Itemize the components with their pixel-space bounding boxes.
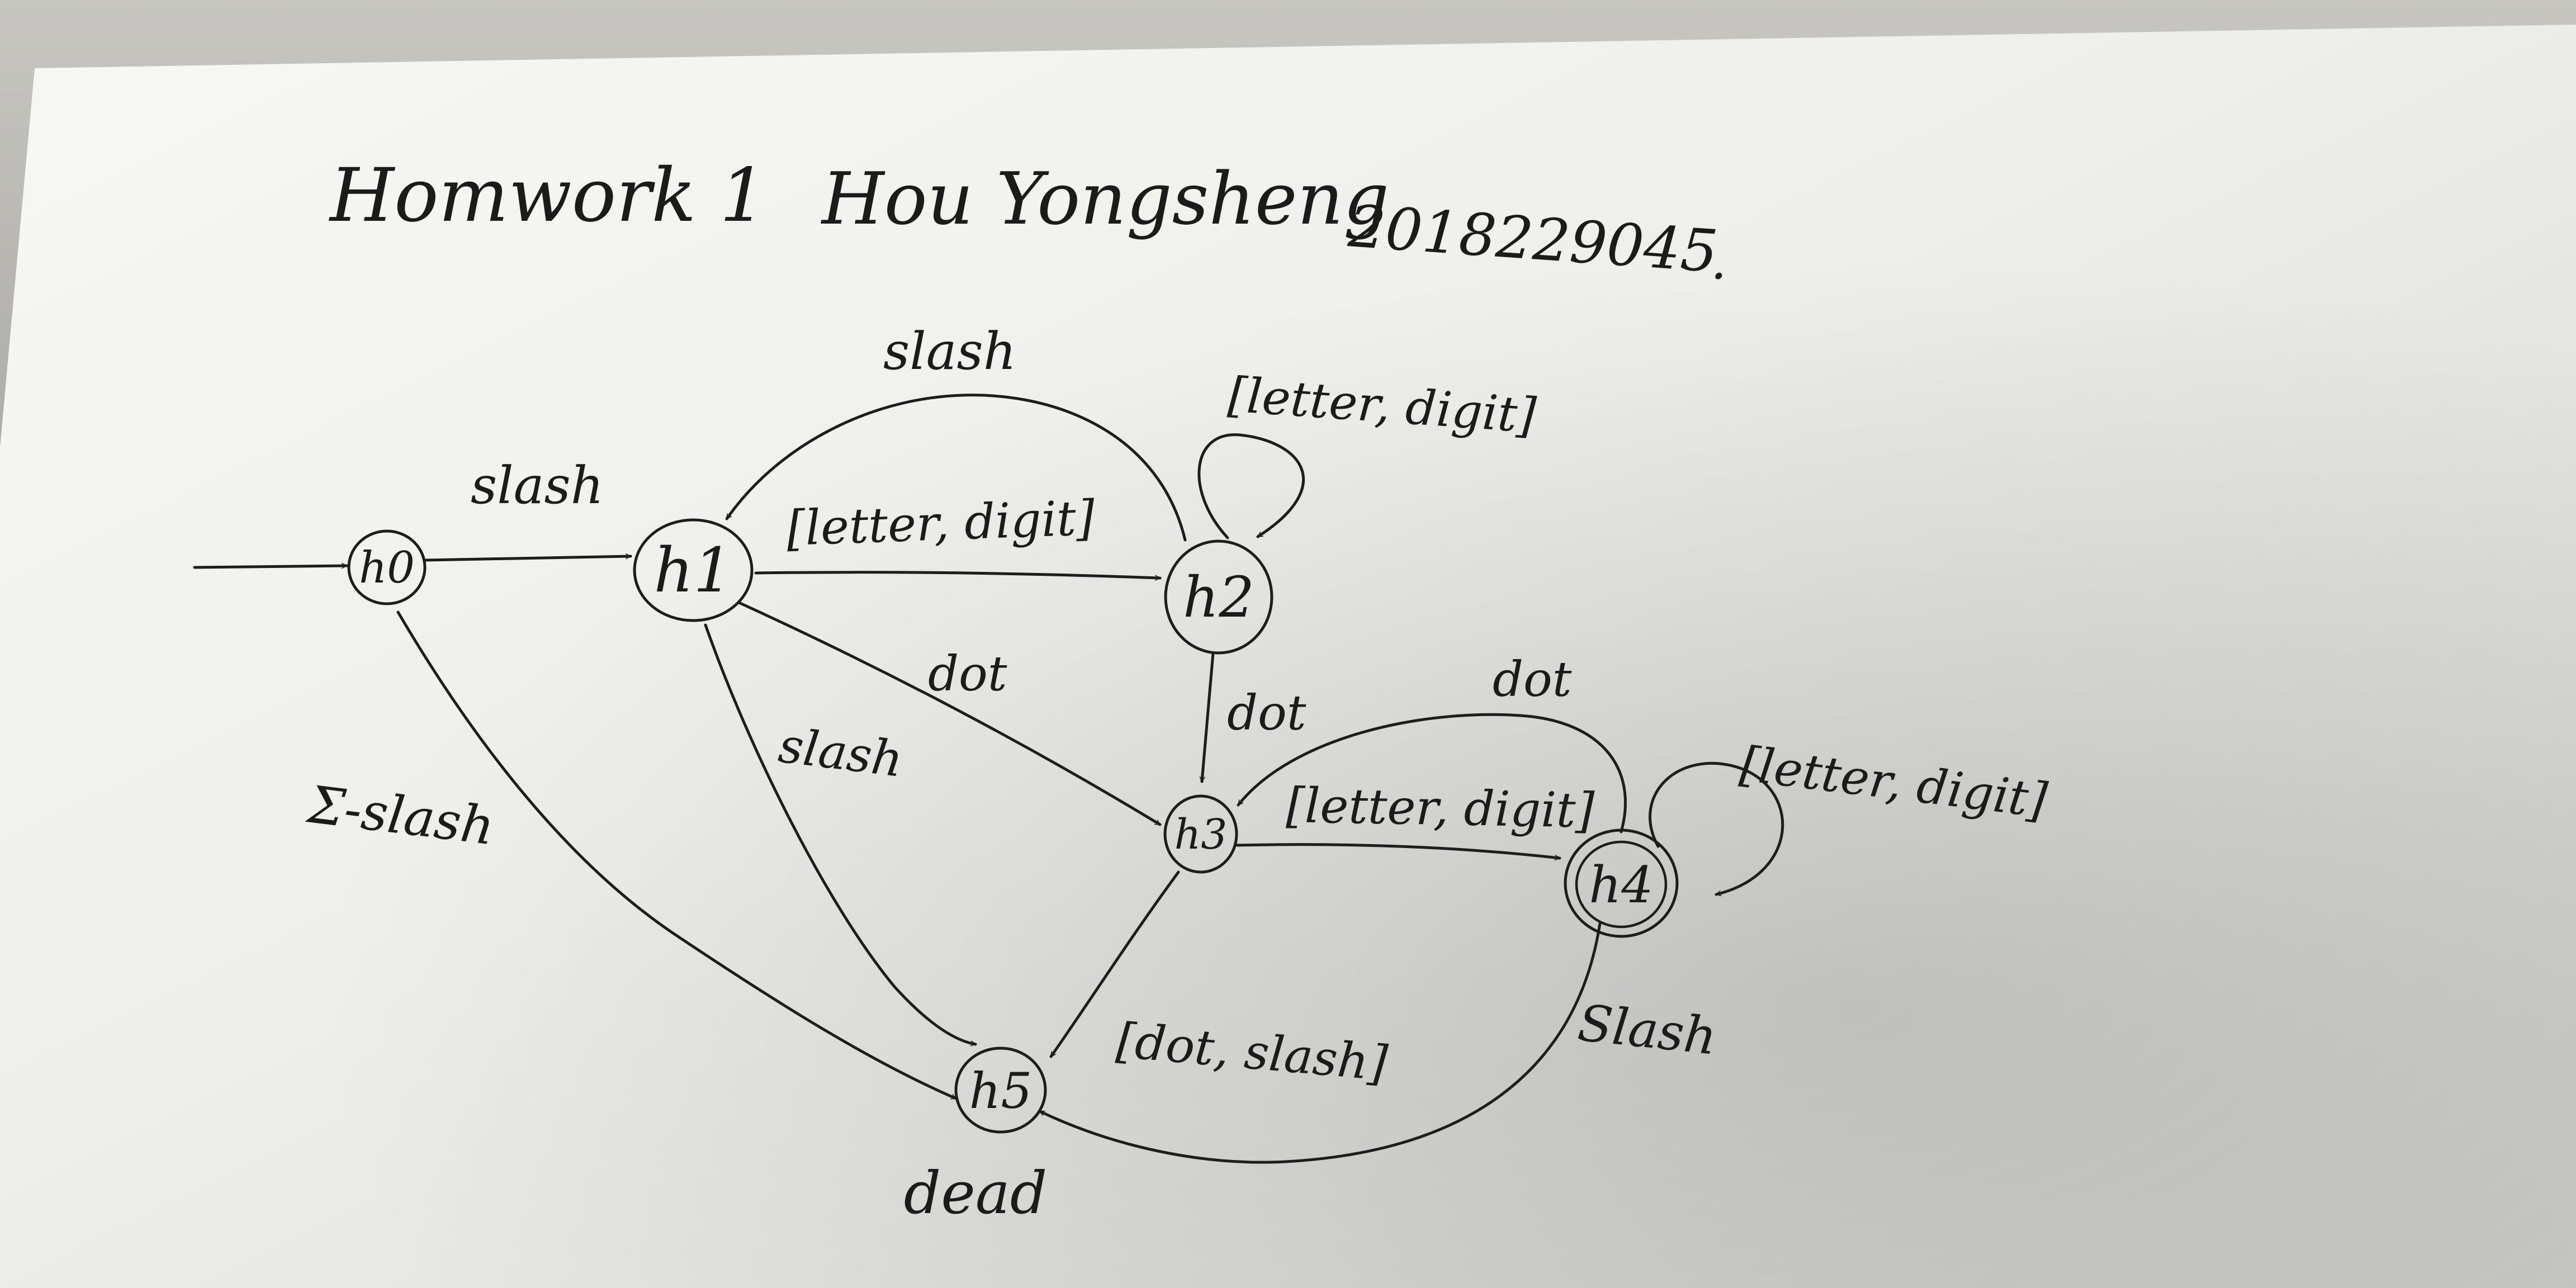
edge-q2-q3 <box>1199 651 1215 783</box>
state-q4-accepting: h4 <box>1564 828 1679 938</box>
edge-q4-loop <box>1649 762 1784 896</box>
edge-q4-q5 <box>1038 922 1602 1164</box>
state-q2: h2 <box>1164 539 1273 655</box>
edge-q2-loop <box>1197 433 1305 539</box>
state-q3: h3 <box>1163 794 1238 874</box>
state-q3-label: h3 <box>1175 811 1228 859</box>
label-q3-q5: [dot, slash] <box>1114 1012 1390 1092</box>
student-id: 2018229045 <box>1346 192 1720 286</box>
start-arrow <box>193 562 348 569</box>
state-q0-label: h0 <box>359 543 415 593</box>
edge-q3-q4 <box>1235 843 1561 861</box>
edge-q4-q3 <box>1237 713 1627 834</box>
label-q4-q5: Slash <box>1575 993 1720 1066</box>
state-q5: h5 <box>954 1046 1047 1134</box>
label-q3-q4: [letter, digit] <box>1286 778 1595 839</box>
edge-q1-q5 <box>704 623 977 1046</box>
header-period: . <box>1711 232 1727 291</box>
homework-title: Homwork 1 <box>329 153 766 239</box>
state-q5-label: h5 <box>969 1062 1033 1120</box>
state-q2-label: h2 <box>1183 565 1254 630</box>
label-q4-q3: dot <box>1493 652 1572 708</box>
label-q2-q1: slash <box>883 321 1016 381</box>
state-q0: h0 <box>347 529 427 605</box>
state-q1: h1 <box>633 518 754 622</box>
label-q1-q5: slash <box>775 718 906 788</box>
label-q1-q2: [letter, digit] <box>785 490 1096 557</box>
label-q2-loop: [letter, digit] <box>1227 367 1538 444</box>
edge-q1-q2 <box>754 571 1162 581</box>
edge-q2-q1 <box>725 394 1187 542</box>
label-q4-loop: [letter, digit] <box>1737 736 2050 830</box>
edge-q3-q5 <box>1049 870 1180 1058</box>
state-q5-caption: dead <box>904 1159 1048 1227</box>
edge-q1-q3 <box>737 601 1162 826</box>
label-q2-q3: dot <box>1227 685 1306 741</box>
edge-q0-q1 <box>424 553 632 562</box>
label-q0-q1: slash <box>471 456 604 515</box>
label-q1-q3: dot <box>928 646 1007 702</box>
edge-q0-q5 <box>396 610 958 1100</box>
label-q0-q5: Σ-slash <box>303 774 498 856</box>
state-q4-label: h4 <box>1589 856 1653 915</box>
state-q1-label: h1 <box>654 534 733 606</box>
author-name: Hou Yongsheng <box>821 158 1389 241</box>
